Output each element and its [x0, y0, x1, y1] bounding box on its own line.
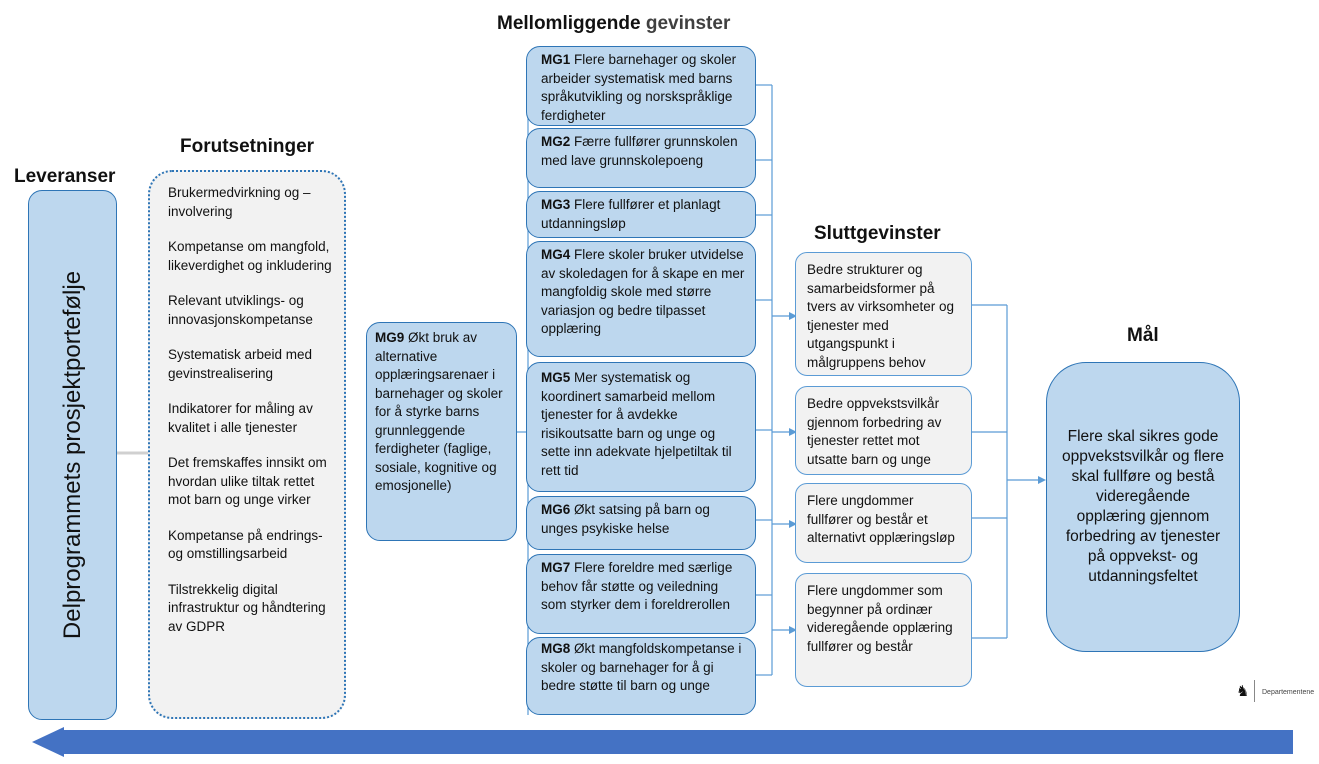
forutsetning-item: Kompetanse på endrings- og omstillingsar…	[168, 527, 323, 562]
forutsetning-item: Det fremskaffes innsikt om hvordan ulike…	[168, 455, 327, 507]
mg4-box: MG4 Flere skoler bruker utvidelse av sko…	[526, 241, 756, 357]
mg2-box: MG2 Færre fullfører grunnskolen med lave…	[526, 128, 756, 188]
mg-code: MG9	[375, 330, 405, 345]
forutsetning-item: Indikatorer for måling av kvalitet i all…	[168, 401, 313, 435]
leveranser-box-label: Delprogrammets prosjektportefølje	[58, 270, 86, 640]
sluttgevinst-box-4: Flere ungdommer som begynner på ordinær …	[795, 573, 972, 687]
forutsetning-item: Systematisk arbeid med gevinstrealiserin…	[168, 347, 313, 381]
heading-mellomliggende-rest: gevinster	[640, 13, 731, 34]
heading-leveranser: Leveranser	[14, 166, 116, 187]
mg-text: Færre fullfører grunnskolen med lave gru…	[541, 134, 738, 168]
maal-box: Flere skal sikres gode oppvekstsvilkår o…	[1046, 362, 1240, 652]
mg5-box: MG5 Mer systematisk og koordinert samarb…	[526, 362, 756, 492]
sluttgevinst-box-3: Flere ungdommer fullfører og består et a…	[795, 483, 972, 563]
mg-text: Økt satsing på barn og unges psykiske he…	[541, 502, 710, 536]
mg1-box: MG1 Flere barnehager og skoler arbeider …	[526, 46, 756, 126]
heading-maal: Mål	[1127, 325, 1159, 346]
mg-text: Flere foreldre med særlige behov får stø…	[541, 560, 733, 612]
mg-code: MG1	[541, 52, 571, 67]
coat-of-arms-icon: ♞	[1236, 683, 1250, 700]
department-label: Departementene	[1262, 689, 1315, 696]
mg9-box: MG9 Økt bruk av alternative opplæringsar…	[366, 322, 517, 541]
forutsetning-item: Relevant utviklings- og innovasjonskompe…	[168, 293, 313, 327]
leveranser-box: Delprogrammets prosjektportefølje	[28, 190, 117, 720]
timeline-arrow	[32, 727, 1293, 757]
mg-code: MG2	[541, 134, 571, 149]
mg-code: MG7	[541, 560, 571, 575]
mg-text: Flere fullfører et planlagt utdanningslø…	[541, 197, 721, 231]
mg-text: Flere skoler bruker utvidelse av skoleda…	[541, 247, 745, 336]
forutsetning-item: Kompetanse om mangfold, likeverdighet og…	[168, 239, 332, 273]
forutsetninger-box: Brukermedvirkning og –involvering Kompet…	[148, 170, 346, 719]
mg-text: Økt mangfoldskompetanse i skoler og barn…	[541, 641, 742, 693]
heading-mellomliggende-gevinster: Mellomliggende gevinster	[497, 13, 730, 35]
mg3-box: MG3 Flere fullfører et planlagt utdannin…	[526, 191, 756, 238]
logo-divider	[1254, 680, 1255, 702]
sluttgevinst-box-1: Bedre strukturer og samarbeidsformer på …	[795, 252, 972, 376]
heading-sluttgevinster: Sluttgevinster	[814, 223, 941, 244]
mg-code: MG6	[541, 502, 571, 517]
mg-code: MG5	[541, 370, 571, 385]
mg-code: MG8	[541, 641, 571, 656]
mg7-box: MG7 Flere foreldre med særlige behov får…	[526, 554, 756, 634]
mg-code: MG4	[541, 247, 571, 262]
heading-mellomliggende-bold: Mellomliggende	[497, 13, 641, 34]
mg-text: Flere barnehager og skoler arbeider syst…	[541, 52, 737, 123]
mg-text: Økt bruk av alternative opplæringsarenae…	[375, 330, 503, 493]
mg-code: MG3	[541, 197, 571, 212]
forutsetning-item: Tilstrekkelig digital infrastruktur og h…	[168, 581, 326, 634]
forutsetning-item: Brukermedvirkning og –involvering	[168, 185, 311, 219]
maal-text: Flere skal sikres gode oppvekstsvilkår o…	[1062, 428, 1224, 585]
sluttgevinst-box-2: Bedre oppvekstsvilkår gjennom forbedring…	[795, 386, 972, 475]
mg-text: Mer systematisk og koordinert samarbeid …	[541, 370, 732, 478]
heading-forutsetninger: Forutsetninger	[180, 136, 315, 157]
mg8-box: MG8 Økt mangfoldskompetanse i skoler og …	[526, 637, 756, 715]
mg6-box: MG6 Økt satsing på barn og unges psykisk…	[526, 496, 756, 550]
